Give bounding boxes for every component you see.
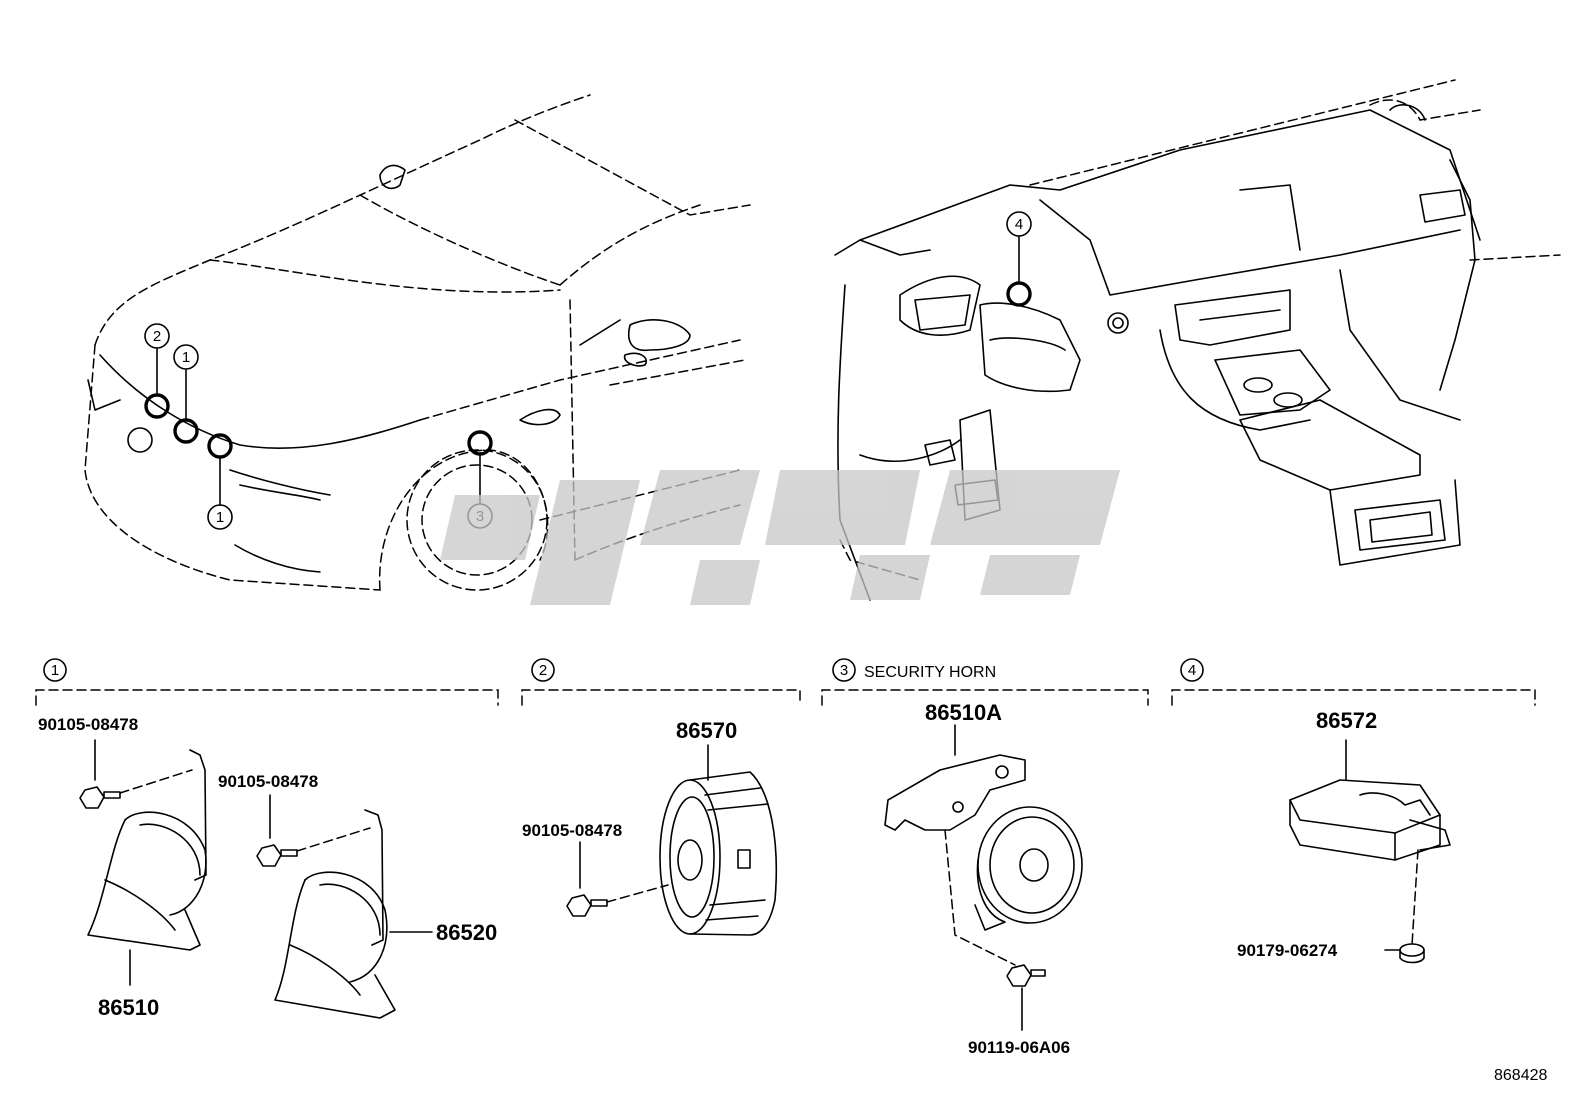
section-3-parts — [884, 724, 1083, 1031]
security-horn-bolt-icon — [1006, 964, 1046, 1031]
callout-4: 4 — [1006, 211, 1032, 307]
label-security-horn-bolt: 90119-06A06 — [968, 1038, 1070, 1057]
brand-watermark-icon — [440, 470, 1120, 605]
reference-number: 868428 — [1494, 1067, 1547, 1084]
bolt-b-icon — [256, 794, 298, 867]
label-horn-low: 86510 — [98, 995, 159, 1020]
horn-86520-icon — [274, 809, 433, 1019]
label-horn-high: 86520 — [436, 920, 497, 945]
callout-1-upper-label: 1 — [182, 349, 190, 366]
section-4-parts — [1289, 739, 1451, 964]
section-2-parts — [566, 744, 778, 936]
callout-4-label: 4 — [1015, 216, 1023, 233]
callout-1-lower: 1 — [207, 433, 233, 530]
section-1-number: 1 — [51, 662, 59, 679]
label-bolt-a: 90105-08478 — [38, 715, 138, 734]
bolt-a-icon — [79, 739, 121, 809]
callout-1-lower-label: 1 — [216, 509, 224, 526]
label-siren-bolt: 90105-08478 — [522, 821, 622, 840]
section-3-header: 3 SECURITY HORN — [821, 658, 1149, 706]
label-bolt-b: 90105-08478 — [218, 772, 318, 791]
section-4-number: 4 — [1188, 662, 1196, 679]
callout-2: 2 — [144, 323, 170, 419]
section-3-title: SECURITY HORN — [864, 664, 996, 681]
dashboard-interior-illustration — [834, 79, 1561, 601]
label-module: 86572 — [1316, 708, 1377, 733]
section-1-header: 1 — [35, 658, 499, 706]
callout-2-label: 2 — [153, 328, 161, 345]
label-module-nut: 90179-06274 — [1237, 941, 1338, 960]
siren-86570-icon — [659, 744, 778, 936]
section-2-header: 2 — [521, 658, 801, 706]
section-2-number: 2 — [539, 662, 547, 679]
security-horn-86510a-icon — [884, 724, 1083, 966]
section-3-number: 3 — [840, 662, 848, 679]
section-4-header: 4 — [1171, 658, 1536, 706]
horn-86510-icon — [87, 749, 207, 986]
module-86572-icon — [1289, 739, 1451, 946]
section-1-parts — [79, 739, 433, 1019]
label-security-horn: 86510A — [925, 700, 1002, 725]
callout-1-upper: 1 — [173, 344, 199, 444]
label-siren: 86570 — [676, 718, 737, 743]
siren-bolt-icon — [566, 841, 608, 917]
module-nut-icon — [1384, 943, 1425, 964]
